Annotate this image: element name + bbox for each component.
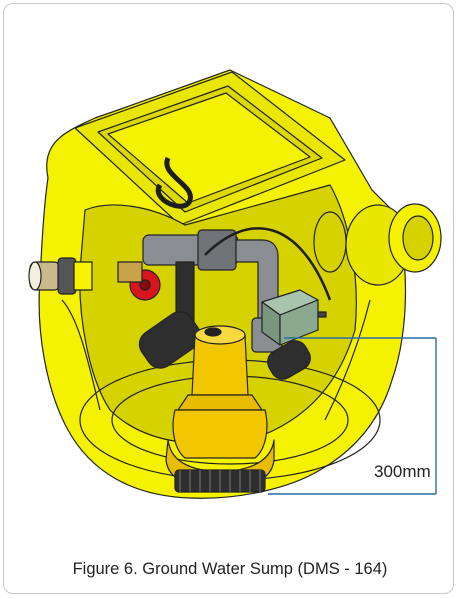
dimension-300mm bbox=[268, 337, 437, 495]
red-valve bbox=[117, 261, 161, 301]
figure-caption: Figure 6. Ground Water Sump (DMS - 164) bbox=[72, 560, 388, 578]
dimension-label: 300mm bbox=[373, 462, 432, 482]
outlet-spigot bbox=[313, 203, 442, 286]
submersible-pump bbox=[165, 325, 275, 493]
inlet-fitting bbox=[28, 257, 93, 295]
float-switch-hoses bbox=[138, 156, 332, 380]
control-box bbox=[261, 289, 327, 346]
